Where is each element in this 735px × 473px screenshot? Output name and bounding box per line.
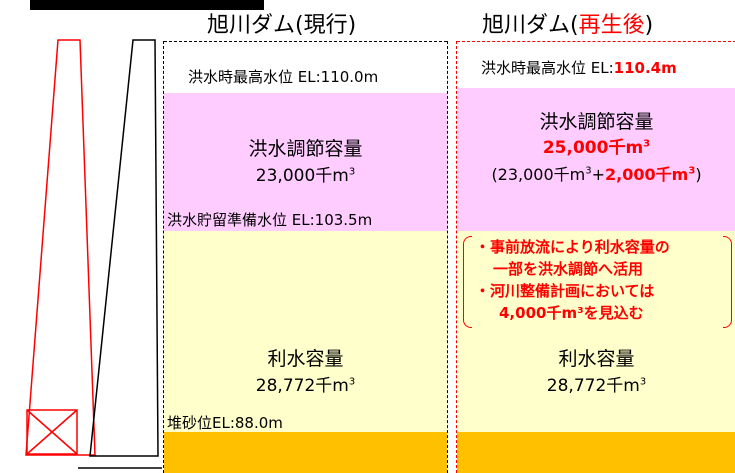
gate-cross-2 — [26, 409, 78, 455]
water-use-label-current: 利水容量 — [267, 348, 344, 370]
sediment-zone-after — [457, 432, 735, 473]
flood-control-zone-current — [164, 93, 447, 231]
surcharge-zone-after — [457, 41, 735, 89]
note-line-2: 一部を洪水調節へ活用 — [493, 260, 644, 278]
column-after: 洪水時最高水位 EL:110.4m 洪水調節容量 25,000千m3 (23,0… — [456, 41, 735, 473]
surcharge-zone-current — [164, 41, 447, 94]
column-current: 洪水時最高水位 EL:110.0m 洪水調節容量 23,000千m3 洪水貯留準… — [163, 41, 448, 473]
note-line-4: 4,000千m³を見込む — [499, 304, 644, 322]
water-use-value-current: 28,772千m3 — [255, 376, 356, 396]
title-bar — [30, 0, 264, 10]
flood-max-level-after: 洪水時最高水位 EL:110.4m — [481, 59, 677, 77]
sediment-zone-current — [164, 432, 447, 473]
flood-capacity-label-current: 洪水調節容量 — [248, 138, 363, 160]
flood-capacity-value-after: 25,000千m3 — [542, 138, 651, 158]
flood-capacity-value-current: 23,000千m3 — [255, 166, 356, 186]
dam-outline-after — [25, 39, 96, 456]
flood-storage-level-current: 洪水貯留準備水位 EL:103.5m — [167, 211, 373, 229]
water-use-value-after: 28,772千m3 — [546, 376, 647, 396]
water-use-zone-after — [457, 231, 735, 432]
gate-box — [26, 409, 78, 455]
note-line-3: ・河川整備計画においては — [475, 282, 655, 300]
header-after: 旭川ダム(再生後) — [482, 13, 654, 38]
sediment-level-current: 堆砂位EL:88.0m — [167, 414, 283, 432]
flood-capacity-label-after: 洪水調節容量 — [539, 111, 654, 133]
dam-outline-current — [89, 39, 159, 457]
note-bracket-right — [723, 236, 732, 328]
flood-control-zone-after — [457, 88, 735, 231]
water-use-label-after: 利水容量 — [558, 348, 635, 370]
note-bracket-left — [463, 236, 472, 328]
flood-capacity-breakdown-after: (23,000千m3+2,000千m3) — [491, 165, 702, 184]
water-use-zone-current — [164, 231, 447, 432]
dam-sections — [25, 39, 162, 469]
header-current: 旭川ダム(現行) — [207, 13, 357, 38]
note-line-1: ・事前放流により利水容量の — [475, 238, 670, 256]
flood-max-level-current: 洪水時最高水位 EL:110.0m — [188, 68, 379, 86]
